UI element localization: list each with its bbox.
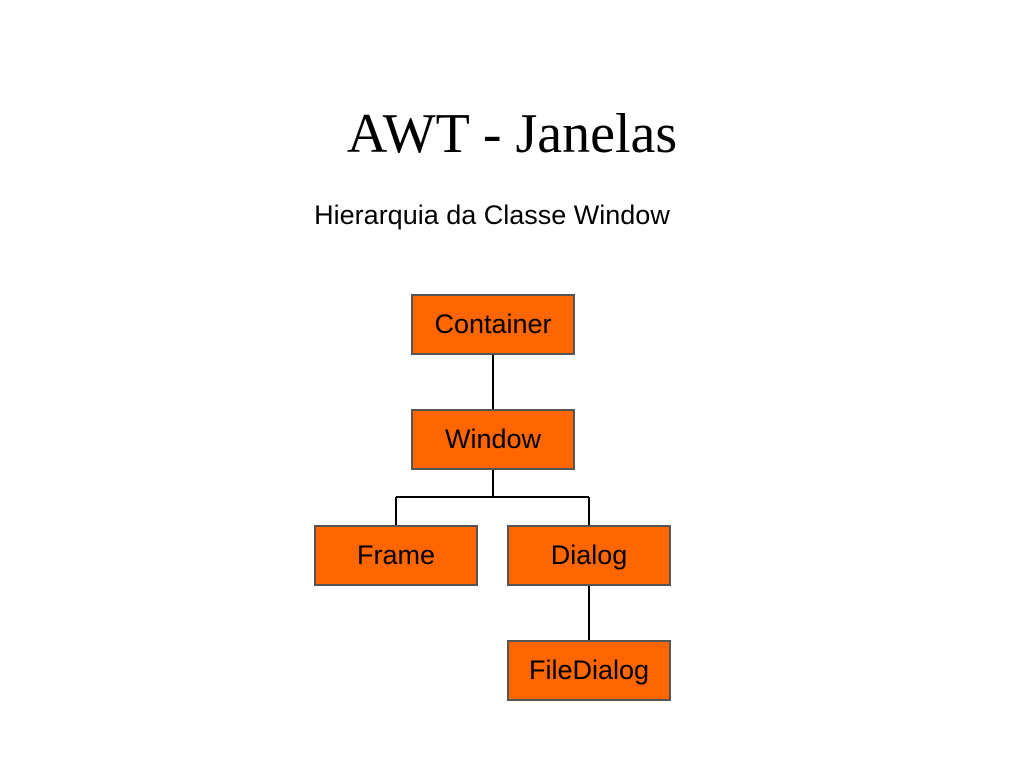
node-container-label: Container bbox=[434, 309, 552, 339]
node-dialog-label: Dialog bbox=[550, 540, 628, 570]
node-frame-label: Frame bbox=[356, 540, 435, 570]
node-filedialog-label: FileDialog bbox=[528, 655, 650, 685]
node-dialog: Dialog bbox=[507, 525, 671, 586]
slide-title: AWT - Janelas bbox=[346, 103, 678, 165]
slide-subtitle: Hierarquia da Classe Window bbox=[314, 200, 670, 230]
node-filedialog: FileDialog bbox=[507, 640, 671, 701]
node-window: Window bbox=[411, 409, 575, 470]
node-window-label: Window bbox=[444, 424, 542, 454]
node-frame: Frame bbox=[314, 525, 478, 586]
node-container: Container bbox=[411, 294, 575, 355]
